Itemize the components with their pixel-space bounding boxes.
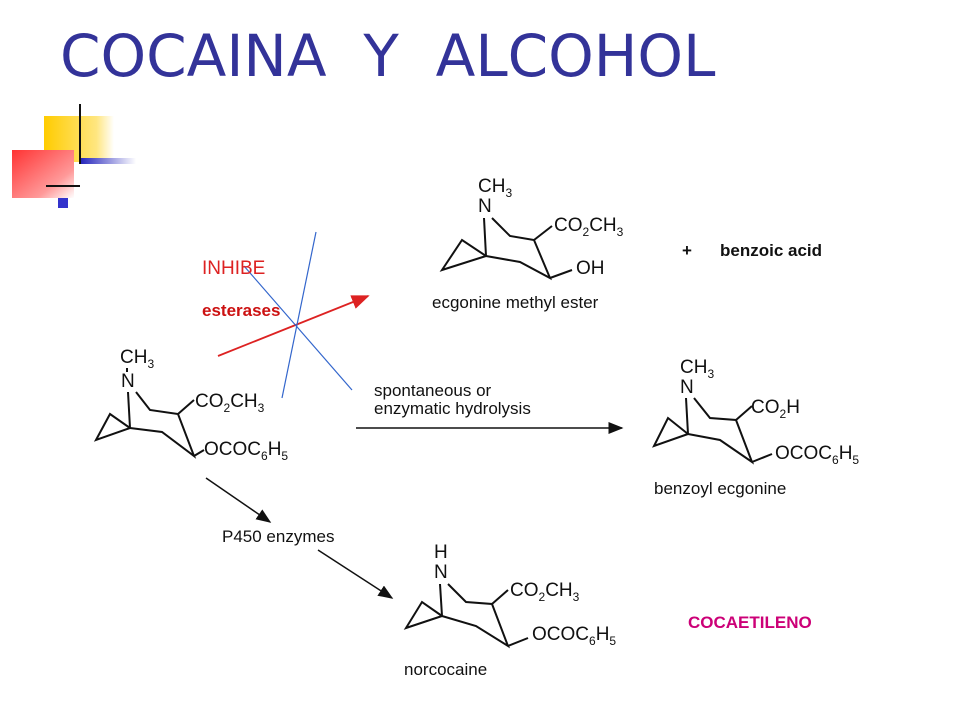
ecgonine-methyl-ester-molecule: CH3 N CO2CH3 OH <box>439 176 624 281</box>
ecgonine-n-methyl: CH3 <box>478 176 512 200</box>
corner-decoration <box>12 104 136 208</box>
inhibit-cross-line-1 <box>281 231 317 399</box>
esterase-arrow <box>217 295 370 357</box>
cocaine-molecule: CH3 N CO2CH3 OCOC6H5 <box>93 347 288 463</box>
cocaetileno-label: COCAETILENO <box>688 613 812 632</box>
benzoyl-ecgonine-label: benzoyl ecgonine <box>654 479 786 498</box>
cocaine-ester-group: CO2CH3 <box>195 391 265 415</box>
p450-enzymes-label: P450 enzymes <box>222 527 334 546</box>
norcocaine-bonds <box>403 583 529 649</box>
benzoyl-nitrogen: N <box>680 377 694 398</box>
esterases-label: esterases <box>202 301 280 320</box>
benzoyl-n-methyl: CH3 <box>680 357 714 381</box>
benzoyl-acid-group: CO2H <box>751 397 800 421</box>
cocaine-bonds <box>93 368 205 459</box>
ecgonine-nitrogen: N <box>478 196 492 217</box>
slide-title: COCAINA Y ALCOHOL <box>60 22 716 90</box>
cocaine-n-methyl: CH3 <box>120 347 154 371</box>
norcocaine-label: norcocaine <box>404 660 487 679</box>
norcocaine-h: H <box>434 542 448 563</box>
ecgonine-bonds <box>439 217 573 281</box>
hydrolysis-label-line-1: spontaneous or <box>374 381 492 400</box>
inhibit-cross-line-2 <box>243 265 353 391</box>
benzoic-acid-label: benzoic acid <box>720 241 822 260</box>
plus-sign: + <box>682 241 692 260</box>
deco-blue-bar <box>80 158 136 164</box>
benzoyl-bonds <box>651 397 773 465</box>
benzoyl-benzoyloxy-group: OCOC6H5 <box>775 443 859 467</box>
p450-arrow-lower <box>317 549 394 599</box>
cocaine-nitrogen: N <box>121 371 135 392</box>
norcocaine-benzoyloxy-group: OCOC6H5 <box>532 624 616 648</box>
ecgonine-hydroxyl: OH <box>576 258 605 279</box>
deco-blue-square <box>58 198 68 208</box>
cocaine-benzoyloxy-group: OCOC6H5 <box>204 439 288 463</box>
norcocaine-molecule: H N CO2CH3 OCOC6H5 <box>403 542 616 649</box>
p450-arrow-upper <box>205 477 272 523</box>
deco-red-block <box>12 150 74 198</box>
ecgonine-methyl-ester-label: ecgonine methyl ester <box>432 293 599 312</box>
norcocaine-ester-group: CO2CH3 <box>510 580 580 604</box>
inhibe-label: INHIBE <box>202 258 265 279</box>
ecgonine-ester-group: CO2CH3 <box>554 215 624 239</box>
hydrolysis-label-line-2: enzymatic hydrolysis <box>374 399 531 418</box>
benzoyl-ecgonine-molecule: CH3 N CO2H OCOC6H5 <box>651 357 859 467</box>
norcocaine-nitrogen: N <box>434 562 448 583</box>
